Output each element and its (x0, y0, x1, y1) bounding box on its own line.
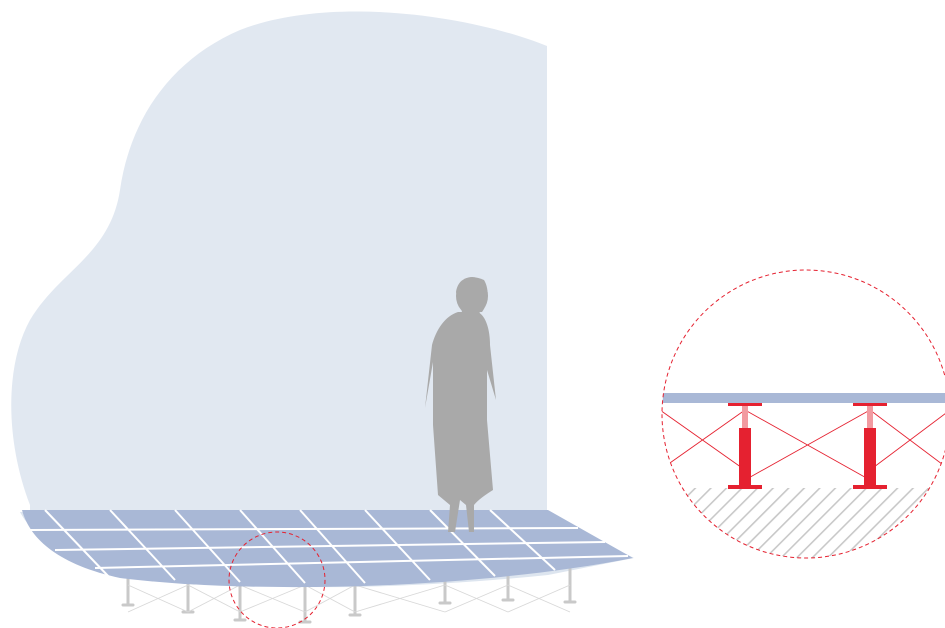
pedestal-support-icon (728, 403, 887, 489)
brace (507, 584, 571, 613)
brace (127, 584, 189, 613)
panel-column-line (364, 509, 431, 581)
pedestal-head-plate (853, 403, 887, 406)
pedestal-base-plate (853, 485, 887, 489)
detail-pedestal (728, 403, 762, 489)
detail-subfloor-hatch (662, 488, 945, 558)
detail-pedestal (853, 403, 887, 489)
brace (304, 584, 356, 613)
panel-column-line (44, 509, 111, 579)
detail-brace (744, 409, 871, 481)
detail-floor-panel (662, 393, 945, 403)
pedestal-threaded-rod (742, 406, 748, 428)
backdrop-shape (11, 11, 547, 512)
panel-column-line (489, 509, 556, 571)
brace (187, 584, 241, 613)
panel-column-line (299, 509, 366, 584)
brace (354, 584, 446, 613)
detail-brace (869, 409, 945, 471)
person-silhouette-icon (425, 277, 496, 532)
panel-column-line (174, 509, 241, 583)
pedestal-threaded-rod (867, 406, 873, 428)
panel-column-line (429, 509, 496, 577)
pedestal-tube (739, 428, 751, 486)
detail-circle (661, 269, 945, 559)
detail-brace (662, 409, 746, 471)
panel-column-line (239, 509, 306, 584)
floor-panel-grid (29, 509, 629, 584)
panel-row-line (29, 527, 579, 531)
pedestal-base-plate (728, 485, 762, 489)
detail-callout-icon (228, 531, 326, 628)
brace (239, 584, 306, 613)
panel-row-line (94, 555, 629, 569)
detail-view (661, 269, 945, 559)
panel-column-line (109, 509, 176, 581)
pedestal-head-plate (728, 403, 762, 406)
brace (444, 584, 509, 613)
detail-bracing (662, 409, 945, 481)
pedestal-tube (864, 428, 876, 486)
floor-bracing (127, 584, 571, 613)
